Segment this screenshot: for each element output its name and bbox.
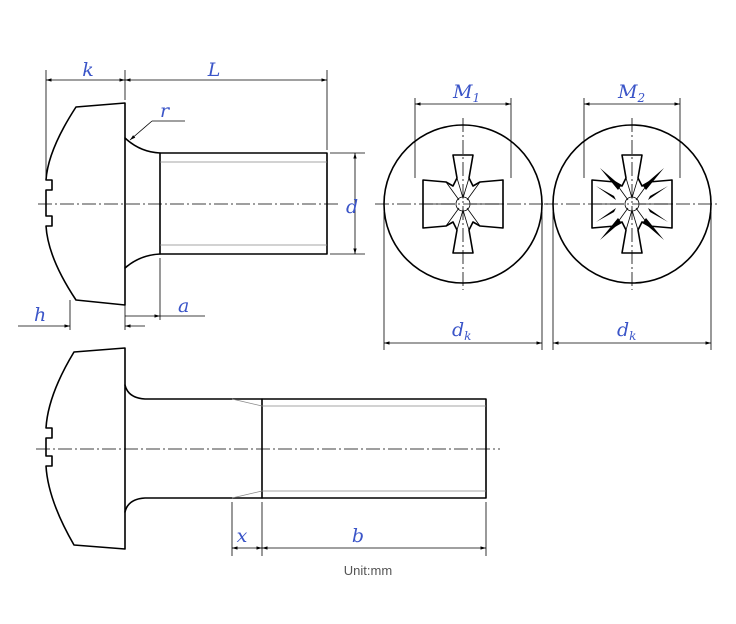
- head-dome-top: [45, 102, 126, 306]
- head-dome-bottom: [45, 347, 126, 550]
- head-view-m2: M2 dk: [544, 81, 720, 350]
- label-a: a: [178, 295, 189, 317]
- cross-recess-m1: [422, 154, 504, 254]
- label-r: r: [160, 100, 171, 122]
- side-view-top: k L r d h a: [18, 59, 365, 330]
- label-b: b: [352, 525, 364, 547]
- pozidriv-star-m2: [596, 168, 668, 240]
- label-d: d: [346, 196, 358, 218]
- cross-recess-m2: [591, 154, 673, 254]
- head-view-m1: M1 dk: [375, 81, 551, 350]
- side-view-bottom: x b: [36, 347, 500, 556]
- shank-top: [124, 137, 328, 269]
- label-L: L: [207, 59, 221, 81]
- label-M2: M2: [617, 81, 645, 105]
- shank-bottom: [124, 384, 487, 513]
- label-M1: M1: [452, 81, 480, 105]
- label-dk-1: dk: [452, 319, 471, 343]
- label-k: k: [82, 59, 94, 81]
- label-dk-2: dk: [617, 319, 636, 343]
- label-x: x: [237, 525, 248, 547]
- label-h: h: [34, 304, 46, 326]
- unit-caption: Unit:mm: [343, 563, 393, 578]
